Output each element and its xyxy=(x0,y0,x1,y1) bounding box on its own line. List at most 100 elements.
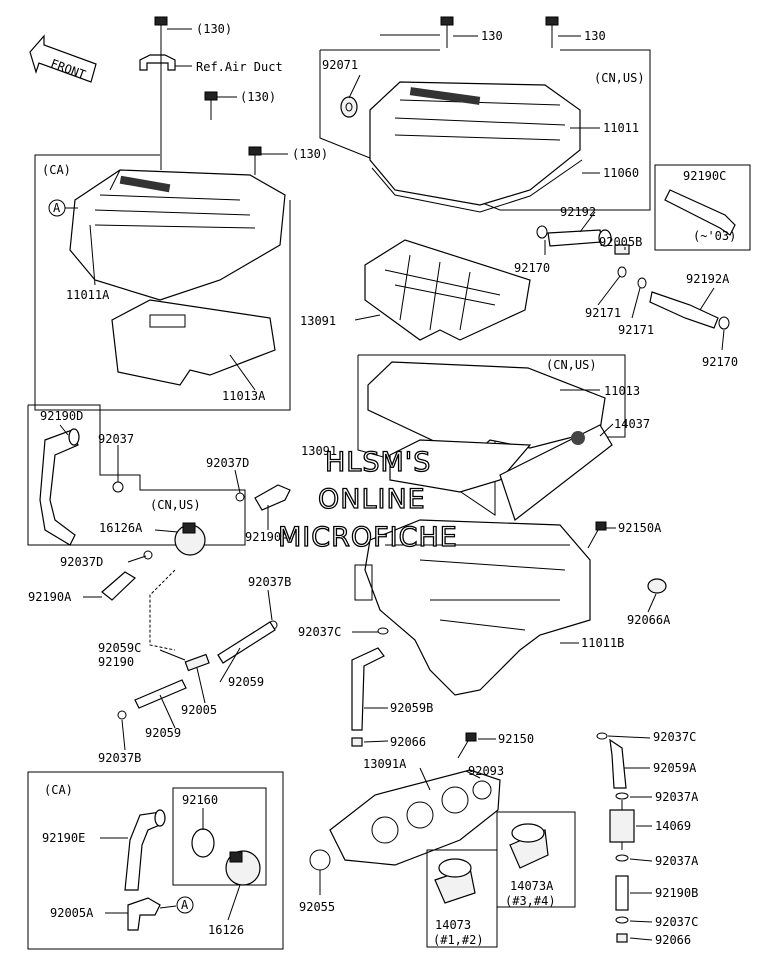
housing-11011b xyxy=(354,519,591,696)
bolt-130-a xyxy=(154,16,192,45)
label-11060: 11060 xyxy=(603,166,639,180)
label-year03: (~'03) xyxy=(693,229,736,243)
marker-a-upper-label: A xyxy=(53,201,61,215)
label-92190b: 92190B xyxy=(655,886,698,900)
label-130-b: (130) xyxy=(240,90,276,104)
clip-92037 xyxy=(112,481,124,493)
watermark-line-1: HLSM'S xyxy=(325,447,431,478)
label-92059-b: 92059 xyxy=(145,726,181,740)
label-11011a: 11011A xyxy=(66,288,110,302)
clip-92037c-b xyxy=(596,732,608,740)
part-labels: (130) Ref.Air Duct (130) (130) 130 130 9… xyxy=(28,22,738,947)
label-11011b: 11011B xyxy=(581,636,624,650)
label-16126a: 16126A xyxy=(99,521,143,535)
label-92037c-b: 92037C xyxy=(653,730,696,744)
gasket-11060 xyxy=(371,159,583,213)
label-92066a: 92066A xyxy=(627,613,671,627)
hose-92059-b xyxy=(134,679,187,709)
joint-92005b xyxy=(614,244,630,255)
label-11013: 11013 xyxy=(604,384,640,398)
label-ca-cover: (CA) xyxy=(42,163,71,177)
air-cleaner-cover-11011 xyxy=(369,81,581,206)
group-box-ca-cover xyxy=(34,154,291,411)
label-92037b-b: 92037B xyxy=(98,751,141,765)
watermark: HLSM'S ONLINE MICROFICHE xyxy=(277,446,458,553)
label-11011: 11011 xyxy=(603,121,639,135)
label-92059a: 92059A xyxy=(653,761,697,775)
label-92171-b: 92171 xyxy=(618,323,654,337)
label-92059b: 92059B xyxy=(390,701,433,715)
bolt-92150a xyxy=(587,521,607,549)
clip-92037d-b xyxy=(143,550,153,560)
cap-92066-a xyxy=(351,737,363,747)
clamp-92171-a xyxy=(617,266,627,278)
label-92037c-c: 92037C xyxy=(655,915,698,929)
label-1-2: (#1,#2) xyxy=(433,933,484,947)
filter-14069 xyxy=(609,800,635,850)
clip-92037c-a xyxy=(377,627,389,635)
label-92150a: 92150A xyxy=(618,521,662,535)
filter-11013 xyxy=(367,361,606,459)
label-92066-b: 92066 xyxy=(655,933,691,947)
cap-92066a xyxy=(647,578,667,594)
label-92190c: 92190C xyxy=(683,169,726,183)
clamp-92170-b xyxy=(718,316,730,330)
clamp-92170-a xyxy=(536,225,548,239)
label-ref-air-duct: Ref.Air Duct xyxy=(196,60,283,74)
hose-92190b xyxy=(615,875,629,911)
group-box-cn-us-cover xyxy=(319,49,651,211)
air-cleaner-cover-11011a xyxy=(69,45,286,301)
group-box-92190c xyxy=(654,164,751,251)
hose-92190d xyxy=(39,428,80,546)
leader-lines xyxy=(59,34,725,941)
bolt-130-c xyxy=(248,146,288,175)
clip-92037a-a xyxy=(615,792,629,800)
label-92170-a: 92170 xyxy=(514,261,550,275)
clip-92037b-b xyxy=(117,710,127,720)
bolt-92150 xyxy=(457,732,477,759)
label-92192a: 92192A xyxy=(686,272,730,286)
joint-92005a xyxy=(127,897,177,931)
marker-a-lower-label: A xyxy=(181,898,189,912)
label-92190a-b: 92190A xyxy=(28,590,72,604)
bolt-130-b xyxy=(204,91,237,120)
hose-92059-a xyxy=(217,621,276,664)
label-92037a-b: 92037A xyxy=(655,854,699,868)
label-92190a-a: 92190A xyxy=(245,530,289,544)
marker-a-lower: A xyxy=(176,896,194,914)
label-3-4: (#3,#4) xyxy=(505,894,556,908)
valve-16126a xyxy=(174,522,206,556)
hose-92192 xyxy=(547,229,612,247)
clip-92037d-a xyxy=(235,492,245,502)
oring-92055 xyxy=(309,849,331,871)
label-ca-lower: (CA) xyxy=(44,783,73,797)
label-130-a: (130) xyxy=(196,22,232,36)
bolt-130-d xyxy=(440,16,478,48)
label-cn-us-cover: (CN,US) xyxy=(594,71,645,85)
seal-11013a xyxy=(111,299,276,386)
filter-14037 xyxy=(499,424,613,521)
label-130-e: 130 xyxy=(584,29,606,43)
label-92037d-b: 92037D xyxy=(60,555,103,569)
funnel-14073a xyxy=(496,811,576,908)
label-92150: 92150 xyxy=(498,732,534,746)
label-92059c: 92059C xyxy=(98,641,141,655)
front-arrow-icon: FRONT xyxy=(29,34,97,83)
hose-92190a-a xyxy=(254,484,291,511)
watermark-line-3: MICROFICHE xyxy=(278,522,458,553)
hose-92190a-b xyxy=(101,571,136,601)
label-92093: 92093 xyxy=(468,764,504,778)
hose-92190c xyxy=(664,189,736,236)
funnel-14073 xyxy=(426,849,498,948)
bolt-130-e xyxy=(545,16,581,48)
label-130-d: 130 xyxy=(481,29,503,43)
label-13091-b: 13091 xyxy=(301,444,337,458)
cap-92066-b xyxy=(616,933,628,943)
label-cn-us-valve: (CN,US) xyxy=(150,498,201,512)
label-92005a: 92005A xyxy=(50,906,94,920)
hose-92190 xyxy=(149,569,176,651)
hose-92059b xyxy=(351,647,385,731)
label-92059-a: 92059 xyxy=(228,675,264,689)
label-14069: 14069 xyxy=(655,819,691,833)
